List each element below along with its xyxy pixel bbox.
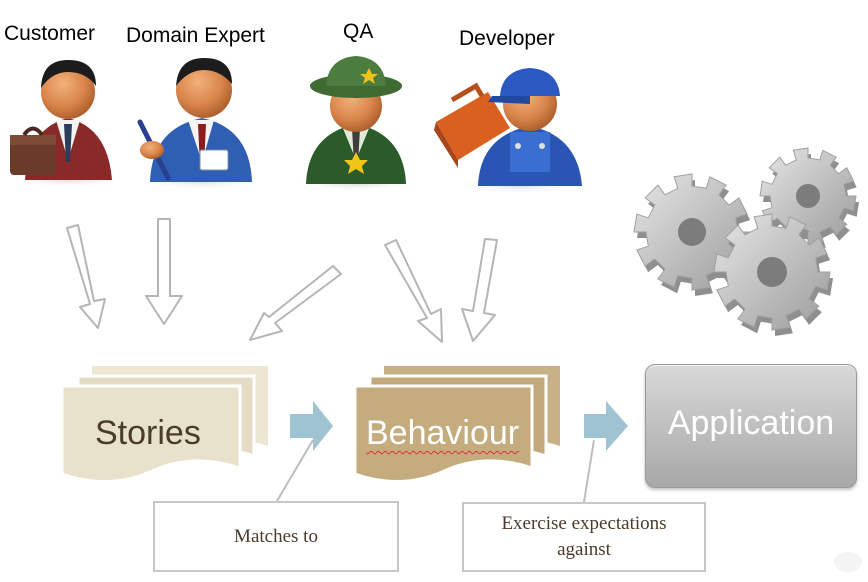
behaviour-label: Behaviour	[366, 414, 519, 453]
developer-icon	[434, 68, 584, 194]
gear-bottom-hole	[757, 257, 787, 287]
flow-arrow-stories-to-behaviour	[290, 401, 333, 451]
stories-label: Stories	[95, 414, 201, 452]
behaviour-document-stack	[353, 366, 560, 483]
label-domain-expert: Domain Expert	[126, 24, 265, 47]
gear-left-hole	[678, 218, 706, 246]
arrow-customer-to-stories	[66, 224, 106, 329]
domain-expert-icon	[137, 58, 262, 190]
application-label: Application	[667, 404, 835, 442]
gear-top-right-hole	[796, 184, 820, 208]
arrow-qa-to-stories	[249, 265, 342, 341]
arrow-developer-to-behaviour	[461, 238, 498, 342]
callout-matches-to-text: Matches to	[234, 525, 318, 547]
arrow-domain-expert-to-stories	[145, 218, 183, 325]
behaviour-label-text: Behaviour	[366, 414, 520, 452]
customer-icon	[10, 60, 126, 188]
callout-connector-matches	[276, 439, 314, 502]
arrow-qa-to-behaviour	[384, 239, 443, 343]
callout-exercise-line2: against	[557, 539, 611, 560]
gears-icon	[633, 147, 859, 336]
label-qa: QA	[343, 20, 374, 43]
flow-arrow-behaviour-to-application	[584, 401, 628, 451]
callout-matches-to: Matches to	[153, 501, 399, 572]
role-arrows	[66, 218, 498, 343]
stories-document-stack	[60, 366, 268, 483]
application-box	[645, 364, 857, 488]
qa-icon	[294, 56, 418, 192]
label-customer: Customer	[4, 22, 96, 45]
callout-exercise-line1: Exercise expectations	[501, 513, 667, 535]
callout-exercise-expectations: Exercise expectations against	[462, 502, 706, 572]
callout-connector-exercise	[583, 439, 595, 503]
label-developer: Developer	[459, 27, 555, 50]
